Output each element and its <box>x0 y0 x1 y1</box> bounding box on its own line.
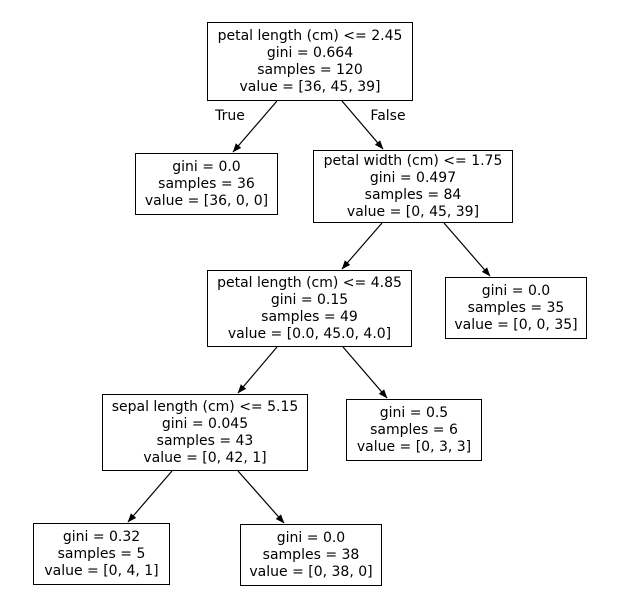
node-text-line: value = [0, 42, 1] <box>143 449 267 466</box>
node-text-line: samples = 36 <box>158 175 255 192</box>
node-text-line: sepal length (cm) <= 5.15 <box>111 398 299 415</box>
node-text-line: petal width (cm) <= 1.75 <box>323 152 503 169</box>
node-text-line: gini = 0.5 <box>379 404 449 421</box>
tree-node-petal-width-split: petal width (cm) <= 1.75 gini = 0.497 sa… <box>313 150 513 223</box>
edge-sepal-to-bottom-leaf <box>237 470 285 524</box>
edge-petal-width-to-right-leaf <box>443 222 491 277</box>
node-text-line: value = [0.0, 45.0, 4.0] <box>227 325 392 342</box>
node-text-line: samples = 49 <box>261 308 358 325</box>
tree-node-mixed-leaf-gini-05: gini = 0.5 samples = 6 value = [0, 3, 3] <box>346 399 482 461</box>
node-text-line: samples = 43 <box>156 432 254 449</box>
node-text-line: petal length (cm) <= 2.45 <box>217 27 403 44</box>
tree-node-bottom-pure-leaf: gini = 0.0 samples = 38 value = [0, 38, … <box>240 524 382 586</box>
edge-root-to-left-leaf <box>232 100 278 153</box>
node-text-line: samples = 38 <box>262 546 360 563</box>
node-text-line: samples = 5 <box>57 545 146 562</box>
node-text-line: gini = 0.0 <box>172 158 241 175</box>
edge-root-to-petal-width <box>341 100 384 150</box>
node-text-line: value = [0, 3, 3] <box>356 438 472 455</box>
tree-node-sepal-length-split: sepal length (cm) <= 5.15 gini = 0.045 s… <box>102 394 308 471</box>
node-text-line: gini = 0.32 <box>62 528 141 545</box>
tree-node-right-pure-leaf: gini = 0.0 samples = 35 value = [0, 0, 3… <box>445 277 587 339</box>
edge-label-true: True <box>215 108 245 124</box>
tree-node-petal-length-485-split: petal length (cm) <= 4.85 gini = 0.15 sa… <box>207 270 412 347</box>
edge-petal-485-to-sepal-length <box>237 346 278 394</box>
tree-node-leaf-gini-032: gini = 0.32 samples = 5 value = [0, 4, 1… <box>33 523 170 585</box>
node-text-line: value = [36, 0, 0] <box>144 192 269 209</box>
node-text-line: samples = 6 <box>370 421 458 438</box>
edge-label-false: False <box>370 108 406 124</box>
node-text-line: gini = 0.664 <box>266 44 354 61</box>
node-text-line: value = [36, 45, 39] <box>239 78 381 95</box>
node-text-line: samples = 35 <box>467 299 565 316</box>
edge-petal-width-to-petal-485 <box>341 222 383 270</box>
node-text-line: petal length (cm) <= 4.85 <box>217 274 402 291</box>
node-text-line: gini = 0.045 <box>161 415 249 432</box>
edge-sepal-to-leaf-032 <box>127 470 173 523</box>
node-text-line: samples = 120 <box>257 61 363 78</box>
tree-node-root-split: petal length (cm) <= 2.45 gini = 0.664 s… <box>207 22 413 101</box>
node-text-line: gini = 0.15 <box>270 291 349 308</box>
node-text-line: samples = 84 <box>364 186 462 203</box>
node-text-line: gini = 0.0 <box>276 529 346 546</box>
edge-petal-485-to-mixed-leaf <box>342 346 388 399</box>
node-text-line: gini = 0.0 <box>481 282 551 299</box>
node-text-line: gini = 0.497 <box>369 169 457 186</box>
node-text-line: value = [0, 45, 39] <box>346 203 480 220</box>
node-text-line: value = [0, 38, 0] <box>249 563 373 580</box>
node-text-line: value = [0, 0, 35] <box>454 316 578 333</box>
tree-node-left-pure-leaf: gini = 0.0 samples = 36 value = [36, 0, … <box>135 153 278 215</box>
node-text-line: value = [0, 4, 1] <box>44 562 159 579</box>
